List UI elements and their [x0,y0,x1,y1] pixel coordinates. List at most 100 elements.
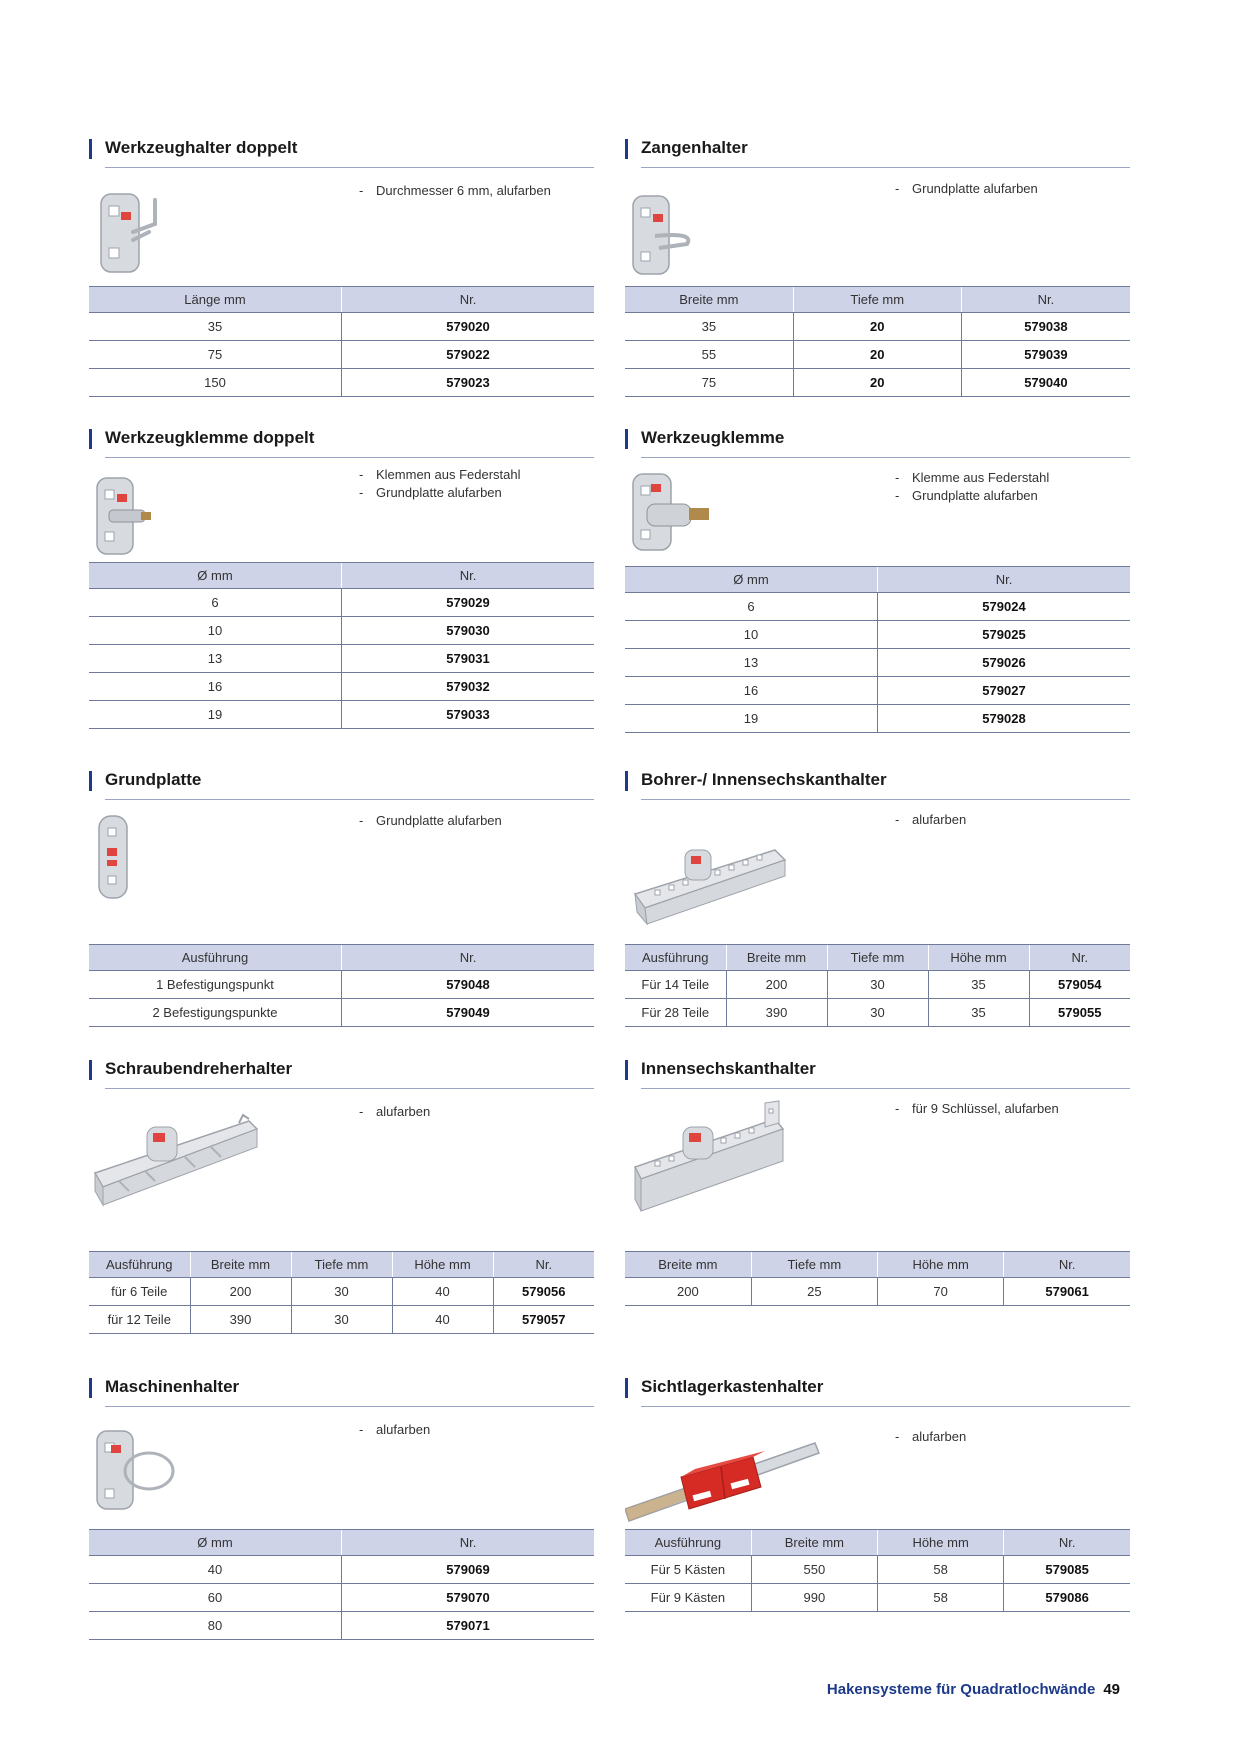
section-schraubendreherhalter: Schraubendreherhalter alufarben Ausführu… [89,1057,594,1334]
column-header: Tiefe mm [290,1251,392,1278]
column-header: Nr. [877,566,1130,593]
column-header: Nr. [341,562,594,589]
footer-title: Hakensysteme für Quadratlochwände [826,1681,1096,1698]
section-header: Schraubendreherhalter [89,1057,594,1089]
column-header: Nr. [1028,944,1130,971]
spec-table: Ausführung Breite mm Tiefe mm Höhe mm Nr… [89,1251,594,1334]
column-header: Ausführung [625,1529,752,1556]
section-header: Werkzeugklemme doppelt [89,426,594,458]
feature-list: alufarben [359,1103,430,1121]
section-title: Innensechskanthalter [641,1059,816,1078]
section-header: Bohrer-/ Innensechskanthalter [625,768,1130,800]
feature-item: alufarben [895,811,966,829]
section-werkzeugklemme: Werkzeugklemme Klemme aus Federstahl Gru… [625,426,1130,733]
section-werkzeughalter-doppelt: Werkzeughalter doppelt Durchmesser 6 mm,… [89,136,594,397]
column-header: Ø mm [625,566,878,593]
feature-item: Klemme aus Federstahl [895,469,1049,487]
column-header: Höhe mm [876,1251,1004,1278]
column-header: Höhe mm [391,1251,493,1278]
section-header: Grundplatte [89,768,594,800]
section-werkzeugklemme-doppelt: Werkzeugklemme doppelt Klemmen aus Feder… [89,426,594,729]
section-header: Innensechskanthalter [625,1057,1130,1089]
column-header: Breite mm [725,944,827,971]
product-image-drill-hex-holder [633,849,787,926]
product-image-bin-rail-holder [625,1442,820,1522]
feature-item: für 9 Schlüssel, alufarben [895,1100,1059,1118]
section-bohrer-innensechskanthalter: Bohrer-/ Innensechskanthalter alufarben … [625,768,1130,1027]
feature-list: Grundplatte alufarben [895,180,1038,198]
column-header: Nr. [341,286,594,313]
section-title: Werkzeugklemme [641,428,785,447]
product-image-double-clamp [96,477,151,555]
column-header: Breite mm [750,1529,878,1556]
section-title: Schraubendreherhalter [105,1059,293,1078]
feature-item: Grundplatte alufarben [895,487,1049,505]
column-header: Nr. [1003,1529,1130,1556]
feature-item: Durchmesser 6 mm, alufarben [359,182,551,200]
column-header: Nr. [960,286,1130,313]
section-title: Zangenhalter [641,138,748,157]
feature-list: alufarben [895,811,966,829]
feature-item: alufarben [895,1428,966,1446]
product-image-clamp [632,473,709,551]
product-image-machine-holder [96,1430,175,1510]
column-header: Breite mm [189,1251,291,1278]
product-image-tool-holder-double [100,193,157,273]
column-header: Ø mm [89,562,342,589]
section-title: Bohrer-/ Innensechskanthalter [641,770,887,789]
feature-list: alufarben [359,1421,430,1439]
spec-table: Ausführung Breite mm Tiefe mm Höhe mm Nr… [625,944,1130,1027]
column-header: Breite mm [625,1251,752,1278]
feature-list: Grundplatte alufarben [359,812,502,830]
section-zangenhalter: Zangenhalter Grundplatte alufarben Breit… [625,136,1130,397]
section-header: Werkzeugklemme [625,426,1130,458]
feature-list: Klemme aus Federstahl Grundplatte alufar… [895,469,1049,505]
product-image-base-plate [98,815,128,899]
feature-item: Grundplatte alufarben [895,180,1038,198]
column-header: Höhe mm [927,944,1029,971]
section-header: Maschinenhalter [89,1375,594,1407]
column-header: Nr. [1003,1251,1130,1278]
section-header: Sichtlagerkastenhalter [625,1375,1130,1407]
section-title: Maschinenhalter [105,1377,240,1396]
column-header: Ausführung [89,944,342,971]
feature-item: Grundplatte alufarben [359,812,502,830]
feature-item: alufarben [359,1103,430,1121]
section-header: Werkzeughalter doppelt [89,136,594,168]
section-title: Sichtlagerkastenhalter [641,1377,824,1396]
section-maschinenhalter: Maschinenhalter alufarben Ø mm Nr. 40579… [89,1375,594,1640]
feature-list: für 9 Schlüssel, alufarben [895,1100,1059,1118]
